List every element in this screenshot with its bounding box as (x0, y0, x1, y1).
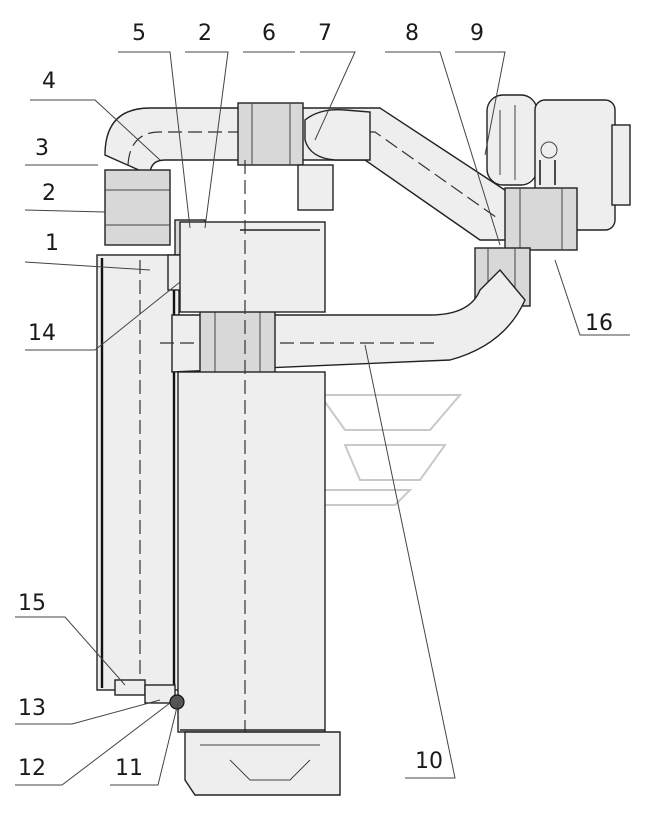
callout-11: 11 (115, 756, 143, 781)
callout-7: 7 (318, 21, 332, 46)
callout-5: 5 (132, 21, 146, 46)
upper-pipe (104, 102, 521, 241)
callout-6: 6 (262, 21, 276, 46)
callout-4: 4 (42, 69, 56, 94)
callout-3: 3 (35, 136, 49, 161)
callout-16: 16 (585, 311, 613, 336)
callout-13: 13 (18, 696, 46, 721)
leader-lines (15, 51, 630, 786)
cooler-housing (96, 254, 180, 704)
callout-1: 1 (45, 231, 59, 256)
callout-2-left: 2 (42, 181, 56, 206)
callout-9: 9 (470, 21, 484, 46)
lower-pipe (160, 268, 526, 379)
callout-2-top: 2 (198, 21, 212, 46)
callout-12: 12 (18, 756, 46, 781)
callout-10: 10 (415, 749, 443, 774)
canister-body (169, 160, 341, 796)
callout-labels: 5 2 6 7 8 9 4 3 2 1 14 16 15 13 12 11 10 (18, 21, 613, 781)
callout-14: 14 (28, 321, 56, 346)
callout-15: 15 (18, 591, 46, 616)
callout-8: 8 (405, 21, 419, 46)
